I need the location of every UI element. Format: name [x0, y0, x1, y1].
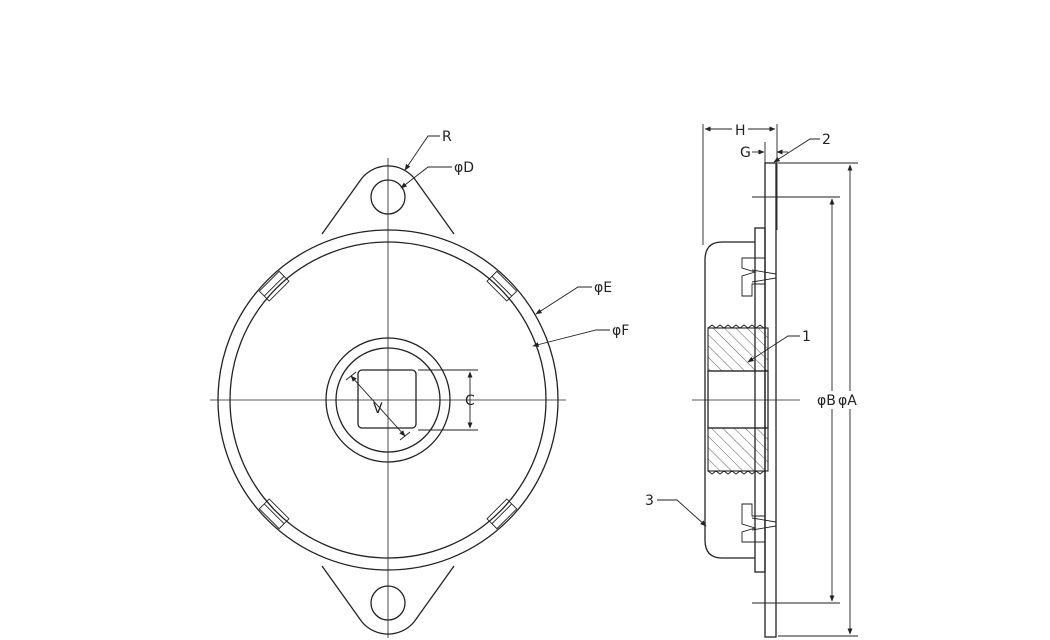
dimension-c: C: [418, 369, 478, 431]
bottom-clip: [741, 503, 777, 543]
hub-inner-circle: [335, 347, 441, 453]
dimension-g: G: [740, 142, 788, 163]
clip-notch-top-left: [258, 270, 290, 302]
top-mounting-ear: [321, 165, 455, 235]
label-part-2: 2: [822, 132, 831, 148]
label-r: R: [442, 129, 452, 145]
leader-r: R: [404, 129, 452, 171]
shaft-section-upper: [707, 327, 769, 372]
front-view: C V R φD φE φF: [210, 129, 629, 638]
square-bore: [357, 369, 417, 429]
clip-notch-bottom-right: [486, 498, 518, 530]
top-mounting-hole: [370, 179, 406, 215]
label-phi-e: φE: [594, 280, 612, 296]
spacer-ring: [754, 227, 766, 573]
top-clip: [741, 257, 777, 297]
leader-part-2: 2: [773, 132, 831, 163]
shaft-bore: [707, 370, 769, 429]
inner-body-circle: [229, 241, 547, 559]
label-g: G: [740, 145, 751, 161]
leader-phi-e: φE: [535, 280, 612, 315]
side-view: H G 2 1 3: [645, 121, 865, 638]
leader-part-3: 3: [645, 493, 707, 527]
dimension-h: H: [704, 121, 776, 139]
label-h: H: [735, 123, 746, 139]
hub-outer-circle: [325, 337, 451, 463]
label-phi-a: φA: [838, 393, 857, 409]
thread-bottom: [707, 470, 765, 475]
label-phi-b: φB: [817, 393, 836, 409]
clip-notch-bottom-left: [258, 498, 290, 530]
label-phi-f: φF: [612, 323, 629, 339]
leader-phi-d: φD: [400, 160, 474, 189]
outer-body-circle: [217, 229, 559, 571]
leader-part-1: 1: [747, 329, 811, 363]
clip-notches: [258, 270, 518, 530]
label-phi-d: φD: [454, 160, 474, 176]
label-v: V: [373, 401, 383, 417]
thread-top: [707, 324, 765, 329]
label-part-3: 3: [645, 493, 654, 509]
shaft-section-lower: [707, 427, 769, 472]
clip-notch-top-right: [486, 270, 518, 302]
housing-body: [704, 241, 755, 559]
leader-phi-f: φF: [532, 323, 629, 348]
label-c: C: [465, 393, 475, 409]
label-part-1: 1: [802, 329, 811, 345]
bottom-mounting-ear: [321, 565, 455, 635]
bottom-mounting-hole: [370, 585, 406, 621]
dimension-v: V: [345, 371, 411, 441]
